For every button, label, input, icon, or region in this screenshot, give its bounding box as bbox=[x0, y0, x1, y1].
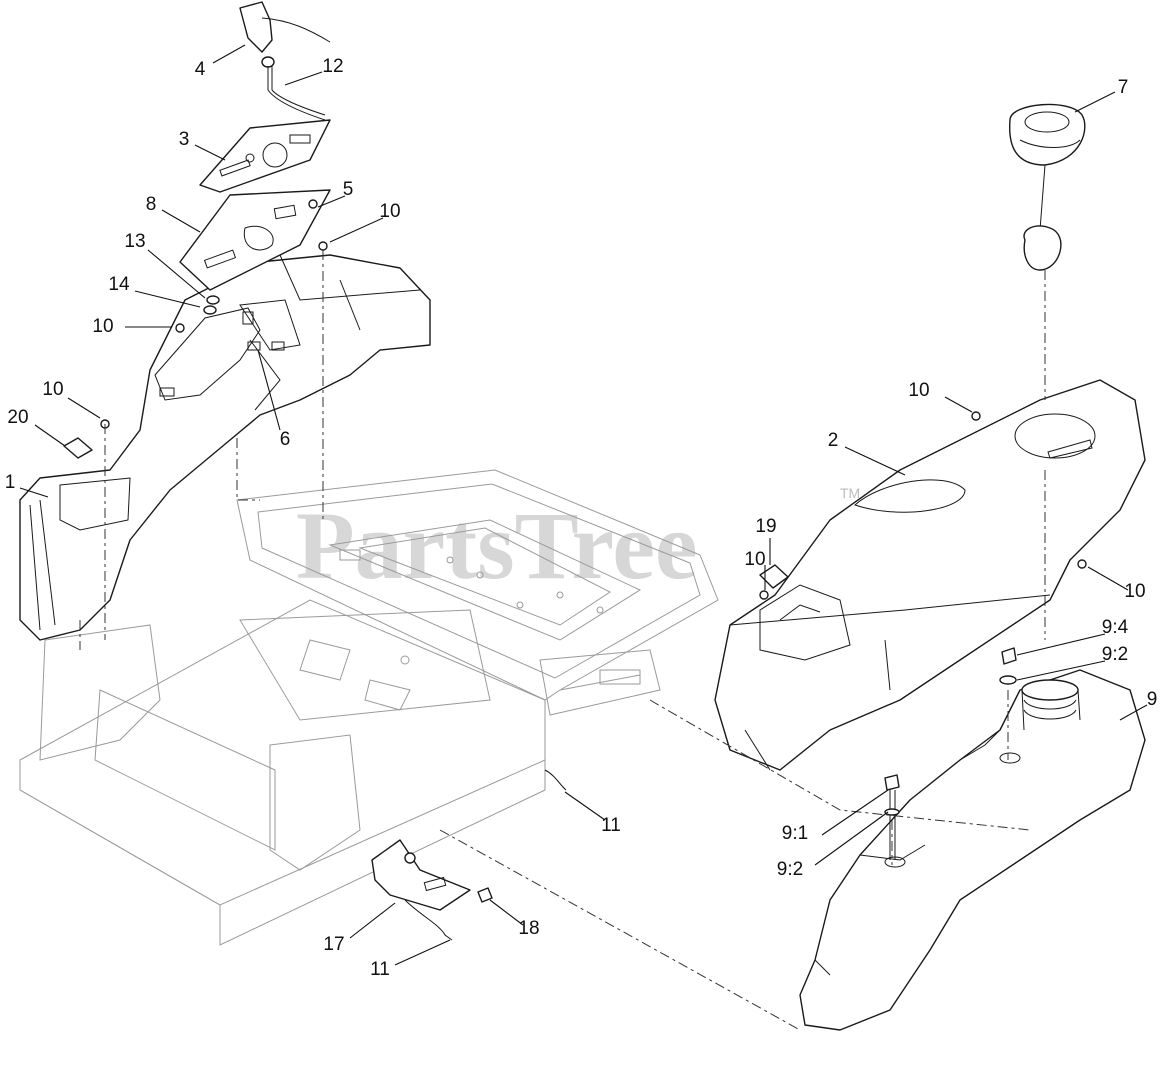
callout-c11a[interactable]: 11 bbox=[601, 815, 621, 836]
grommet-part-9-2a[interactable] bbox=[999, 675, 1017, 685]
callout-c7[interactable]: 7 bbox=[1118, 77, 1129, 98]
fuel-tank-part-9[interactable] bbox=[799, 669, 1146, 1031]
callout-c3[interactable]: 3 bbox=[179, 129, 190, 150]
fuel-cap-part-7[interactable] bbox=[1008, 103, 1086, 271]
plate-part-8[interactable] bbox=[179, 189, 331, 291]
callout-c10c[interactable]: 10 bbox=[42, 379, 63, 400]
callout-c11b[interactable]: 11 bbox=[370, 959, 390, 980]
callout-c94[interactable]: 9:4 bbox=[1102, 617, 1129, 638]
callout-c13[interactable]: 13 bbox=[124, 231, 145, 252]
callout-c10a[interactable]: 10 bbox=[379, 201, 400, 222]
callout-c19[interactable]: 19 bbox=[755, 516, 776, 537]
callout-c20[interactable]: 20 bbox=[7, 407, 28, 428]
callout-c5[interactable]: 5 bbox=[343, 179, 354, 200]
cable-part-12[interactable] bbox=[261, 56, 326, 121]
callout-c17[interactable]: 17 bbox=[323, 934, 344, 955]
wire-part-11a[interactable] bbox=[544, 769, 567, 791]
callout-c12[interactable]: 12 bbox=[322, 56, 343, 77]
callout-c6[interactable]: 6 bbox=[280, 429, 291, 450]
decal-part-20[interactable] bbox=[63, 437, 93, 459]
grommet-part-9-2b[interactable] bbox=[884, 808, 900, 816]
decal-part-19[interactable] bbox=[759, 564, 789, 589]
callout-c4[interactable]: 4 bbox=[195, 59, 206, 80]
callout-c14[interactable]: 14 bbox=[108, 274, 130, 295]
bracket-part-17[interactable] bbox=[371, 839, 471, 911]
callout-c10b[interactable]: 10 bbox=[92, 316, 113, 337]
callout-c10e[interactable]: 10 bbox=[744, 549, 765, 570]
fitting-part-9-1[interactable] bbox=[884, 774, 900, 860]
callout-c2[interactable]: 2 bbox=[828, 430, 839, 451]
screw-part-18[interactable] bbox=[477, 887, 493, 903]
callout-c18[interactable]: 18 bbox=[518, 918, 539, 939]
callout-c1[interactable]: 1 bbox=[5, 472, 16, 493]
watermark-trademark: TM bbox=[840, 485, 860, 501]
fitting-part-9-4[interactable] bbox=[1001, 647, 1017, 665]
callout-c92a[interactable]: 9:2 bbox=[1102, 644, 1128, 665]
wire-part-11b[interactable] bbox=[404, 899, 453, 941]
left-console-part-1[interactable] bbox=[19, 254, 431, 641]
callout-c9[interactable]: 9 bbox=[1147, 689, 1158, 710]
callout-c91[interactable]: 9:1 bbox=[782, 823, 808, 844]
callout-c92b[interactable]: 9:2 bbox=[777, 859, 803, 880]
callout-c10d[interactable]: 10 bbox=[908, 380, 929, 401]
decal-part-3[interactable] bbox=[199, 119, 331, 193]
callout-c10f[interactable]: 10 bbox=[1124, 581, 1145, 602]
watermark-text: PartsTree bbox=[296, 492, 698, 599]
throttle-knob-part-4[interactable] bbox=[239, 1, 331, 53]
callout-c8[interactable]: 8 bbox=[146, 194, 157, 215]
right-fender-part-2[interactable] bbox=[714, 379, 1146, 771]
leader-lines bbox=[19, 44, 1148, 966]
hardware-left bbox=[100, 199, 328, 429]
